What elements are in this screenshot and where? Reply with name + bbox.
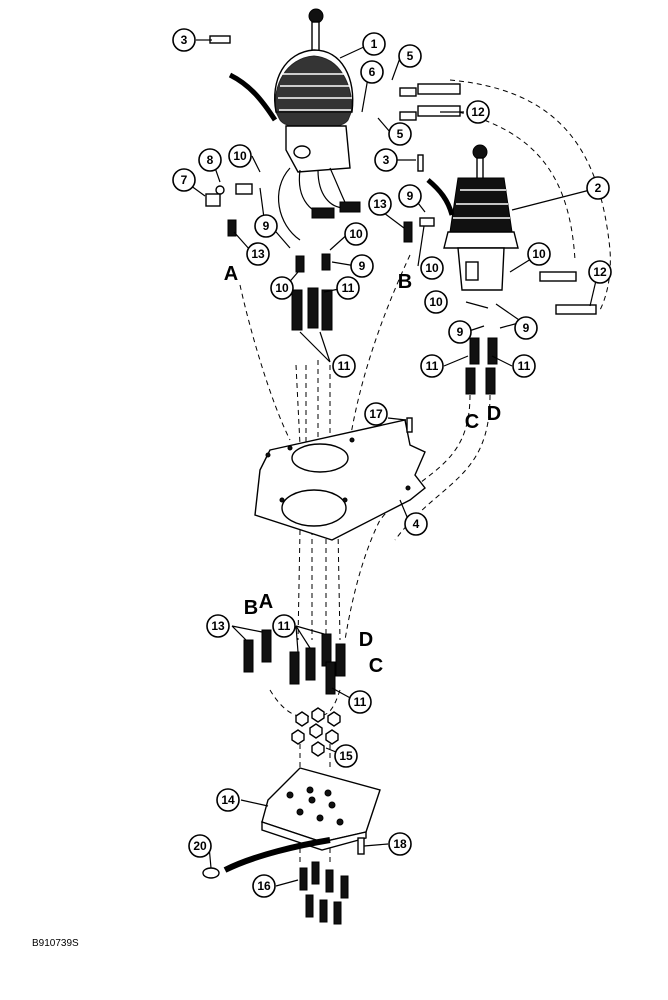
port-label-d: D [487,403,501,425]
valve-base-box [223,767,381,873]
svg-text:14: 14 [221,793,235,807]
svg-text:5: 5 [397,127,404,141]
port-label-b: B [244,597,258,619]
svg-text:11: 11 [354,695,367,709]
port-label-c: C [465,411,479,433]
callout-10: 10 [344,222,368,246]
callout-10: 10 [424,290,448,314]
svg-text:11: 11 [518,359,531,373]
svg-text:9: 9 [263,219,270,233]
callout-5: 5 [388,122,412,146]
pilot-control-joystick-large [228,8,361,241]
svg-text:9: 9 [457,325,464,339]
svg-text:9: 9 [359,259,366,273]
callout-11: 11 [332,354,356,378]
svg-text:11: 11 [278,619,291,633]
nut-set [291,707,341,757]
svg-text:10: 10 [275,281,289,295]
svg-text:10: 10 [233,149,247,163]
mounting-plate [254,419,426,541]
callout-11: 11 [336,276,360,300]
callout-9: 9 [254,214,278,238]
callout-20: 20 [188,834,212,858]
svg-text:10: 10 [429,295,443,309]
callout-11: 11 [272,614,296,638]
callout-9: 9 [398,184,422,208]
svg-text:10: 10 [532,247,546,261]
svg-text:13: 13 [211,619,225,633]
port-label-d: D [359,629,373,651]
callout-2: 2 [586,176,610,200]
svg-text:13: 13 [373,197,387,211]
callout-8: 8 [198,148,222,172]
svg-text:9: 9 [407,189,414,203]
callout-11: 11 [420,354,444,378]
svg-text:5: 5 [407,49,414,63]
svg-text:6: 6 [369,65,376,79]
figure-code: B910739S [32,938,79,949]
pilot-control-joystick-small [426,144,519,291]
port-label-c: C [369,655,383,677]
svg-text:17: 17 [369,407,383,421]
svg-text:15: 15 [339,749,353,763]
svg-text:3: 3 [383,153,390,167]
svg-text:10: 10 [349,227,363,241]
svg-text:11: 11 [338,359,351,373]
svg-text:10: 10 [425,261,439,275]
svg-text:12: 12 [593,265,607,279]
svg-text:11: 11 [426,359,439,373]
callout-10: 10 [228,144,252,168]
svg-text:13: 13 [251,247,265,261]
svg-text:18: 18 [393,837,407,851]
callout-17: 17 [364,402,388,426]
callout-9: 9 [448,320,472,344]
svg-text:8: 8 [207,153,214,167]
svg-text:1: 1 [371,37,378,51]
callout-11: 11 [512,354,536,378]
callout-12: 12 [588,260,612,284]
callout-6: 6 [360,60,384,84]
callout-9: 9 [350,254,374,278]
svg-text:16: 16 [257,879,271,893]
callout-10: 10 [527,242,551,266]
callout-15: 15 [334,744,358,768]
callout-12: 12 [466,100,490,124]
lower-fittings [243,629,346,695]
svg-text:11: 11 [342,281,355,295]
svg-text:3: 3 [181,33,188,47]
fitting-set [299,861,349,925]
callout-1: 1 [362,32,386,56]
port-label-b: B [398,271,412,293]
callout-13: 13 [368,192,392,216]
callout-3: 3 [172,28,196,52]
callout-5: 5 [398,44,422,68]
callout-9: 9 [514,316,538,340]
callout-13: 13 [246,242,270,266]
svg-text:9: 9 [523,321,530,335]
port-label-a: A [259,591,273,613]
svg-text:7: 7 [181,173,188,187]
callout-10: 10 [270,276,294,300]
svg-text:12: 12 [471,105,485,119]
svg-text:4: 4 [413,517,420,531]
callout-18: 18 [388,832,412,856]
svg-text:20: 20 [193,839,207,853]
svg-text:2: 2 [595,181,602,195]
callout-16: 16 [252,874,276,898]
upper-fittings [205,83,597,395]
callout-3: 3 [374,148,398,172]
callout-4: 4 [404,512,428,536]
callout-14: 14 [216,788,240,812]
callout-10: 10 [420,256,444,280]
port-label-a: A [224,263,238,285]
callout-7: 7 [172,168,196,192]
callout-13: 13 [206,614,230,638]
callout-11: 11 [348,690,372,714]
